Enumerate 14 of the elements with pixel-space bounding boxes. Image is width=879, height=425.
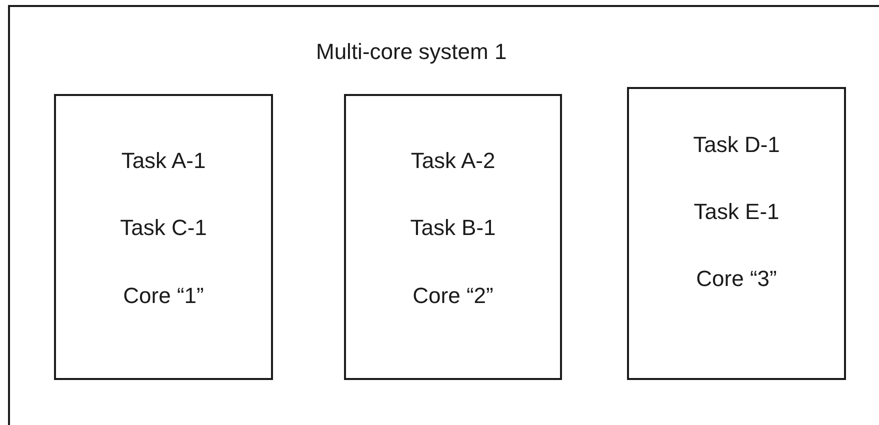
- system-frame: [8, 5, 879, 425]
- task-label: Task A-1: [120, 148, 207, 174]
- task-label: Task C-1: [119, 215, 208, 241]
- core-box: [627, 87, 846, 380]
- core-box: [54, 94, 273, 380]
- system-title: Multi-core system 1: [316, 39, 507, 65]
- task-label: Task B-1: [409, 215, 497, 241]
- core-label: Core “3”: [695, 266, 778, 292]
- core-label: Core “1”: [122, 283, 205, 309]
- core-label: Core “2”: [412, 283, 494, 309]
- task-label: Task D-1: [692, 132, 781, 158]
- core-box: [344, 94, 562, 380]
- task-label: Task A-2: [410, 148, 496, 174]
- task-label: Task E-1: [692, 199, 780, 225]
